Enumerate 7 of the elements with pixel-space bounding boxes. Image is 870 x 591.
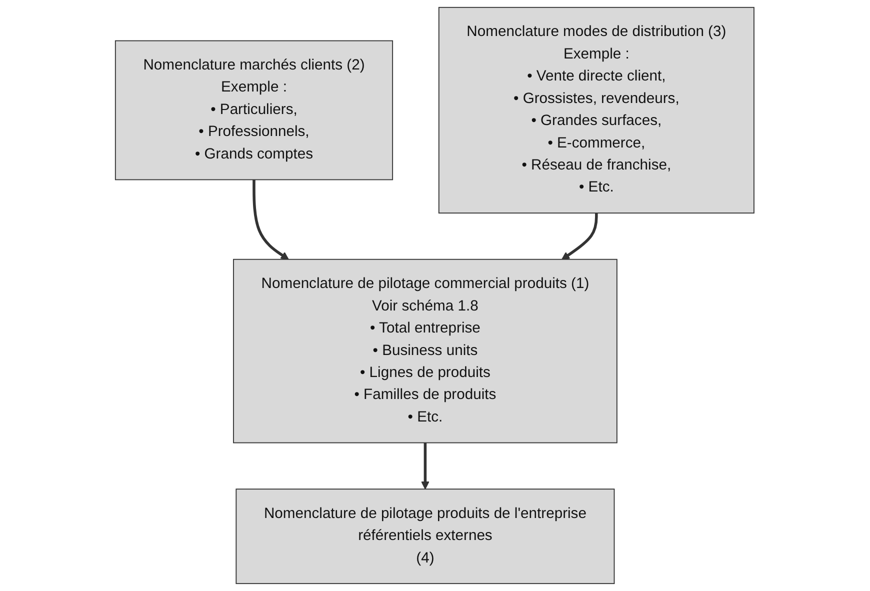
node-box: Nomenclature de pilotage commercial produits (1) Voir schéma 1.8 • Total entreprise • Business units • Lignes de produits • Familles de produits • Etc. xyxy=(233,258,618,444)
arrow xyxy=(421,442,430,490)
node-box: Nomenclature modes de distribution (3) Exemple : • Vente directe client, • Grossistes, revendeurs, • Grandes surfaces, • E-commerce, • Réseau de franchise, • Etc. xyxy=(438,6,755,214)
arrow xyxy=(252,180,290,260)
node-box: Nomenclature de pilotage produits de l'entreprise référentiels externes (4) xyxy=(236,488,616,584)
arrow xyxy=(562,213,598,260)
node-box: Nomenclature marchés clients (2) Exemple : • Particuliers, • Professionnels, • Grands comptes xyxy=(115,40,394,180)
